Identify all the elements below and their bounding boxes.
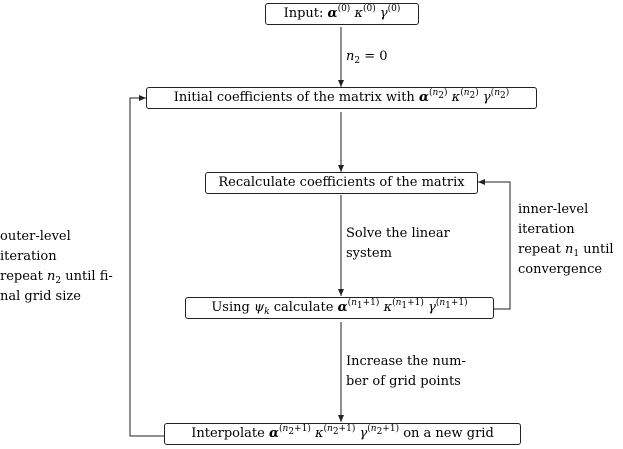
input-label: Input: — [283, 6, 324, 21]
input-box: Input: α(0) κ(0) γ(0) — [265, 3, 419, 25]
psi-subscript: k — [264, 307, 270, 317]
inner-iteration-label: inner-level iteration repeat n1 until co… — [518, 200, 614, 280]
using-psi-box: Using ψk calculate α(n1+1) κ(n1+1) γ(n1+… — [185, 297, 494, 319]
outer-iteration-label: outer-level iteration repeat n2 until fi… — [0, 227, 113, 307]
outer-line-3: repeat n2 until fi- — [0, 269, 113, 286]
initial-label: Initial coefficients of the matrix with — [173, 90, 415, 105]
solve-line-2: system — [346, 246, 392, 261]
recalculate-label: Recalculate coefficients of the matrix — [218, 175, 465, 190]
solve-label: Solve the linear system — [346, 224, 450, 264]
outer-line-2: iteration — [0, 249, 57, 264]
inner-loop-arrow — [478, 179, 511, 310]
new-grid-label: on a new grid — [403, 426, 494, 441]
inner-line-3: repeat n1 until — [518, 242, 614, 259]
psi-symbol: ψ — [253, 300, 265, 315]
calculate-label: calculate — [273, 300, 334, 315]
solve-line-1: Solve the linear — [346, 226, 450, 241]
interpolate-label: Interpolate — [191, 426, 265, 441]
increase-line-2: ber of grid points — [346, 374, 461, 389]
interpolate-box: Interpolate α(n2+1) κ(n2+1) γ(n2+1) on a… — [164, 423, 521, 445]
outer-line-1: outer-level — [0, 229, 71, 244]
outer-line-4: nal grid size — [0, 289, 81, 304]
recalculate-box: Recalculate coefficients of the matrix — [205, 172, 478, 194]
using-label: Using — [211, 300, 250, 315]
inner-line-4: convergence — [518, 262, 603, 277]
n2-zero-label: n2 = 0 — [346, 49, 388, 66]
inner-line-1: inner-level — [518, 202, 589, 217]
initial-coefficients-box: Initial coefficients of the matrix with … — [146, 87, 537, 109]
increase-label: Increase the num- ber of grid points — [346, 352, 466, 392]
increase-line-1: Increase the num- — [346, 354, 466, 369]
inner-line-2: iteration — [518, 222, 575, 237]
outer-loop-arrow — [129, 95, 164, 437]
